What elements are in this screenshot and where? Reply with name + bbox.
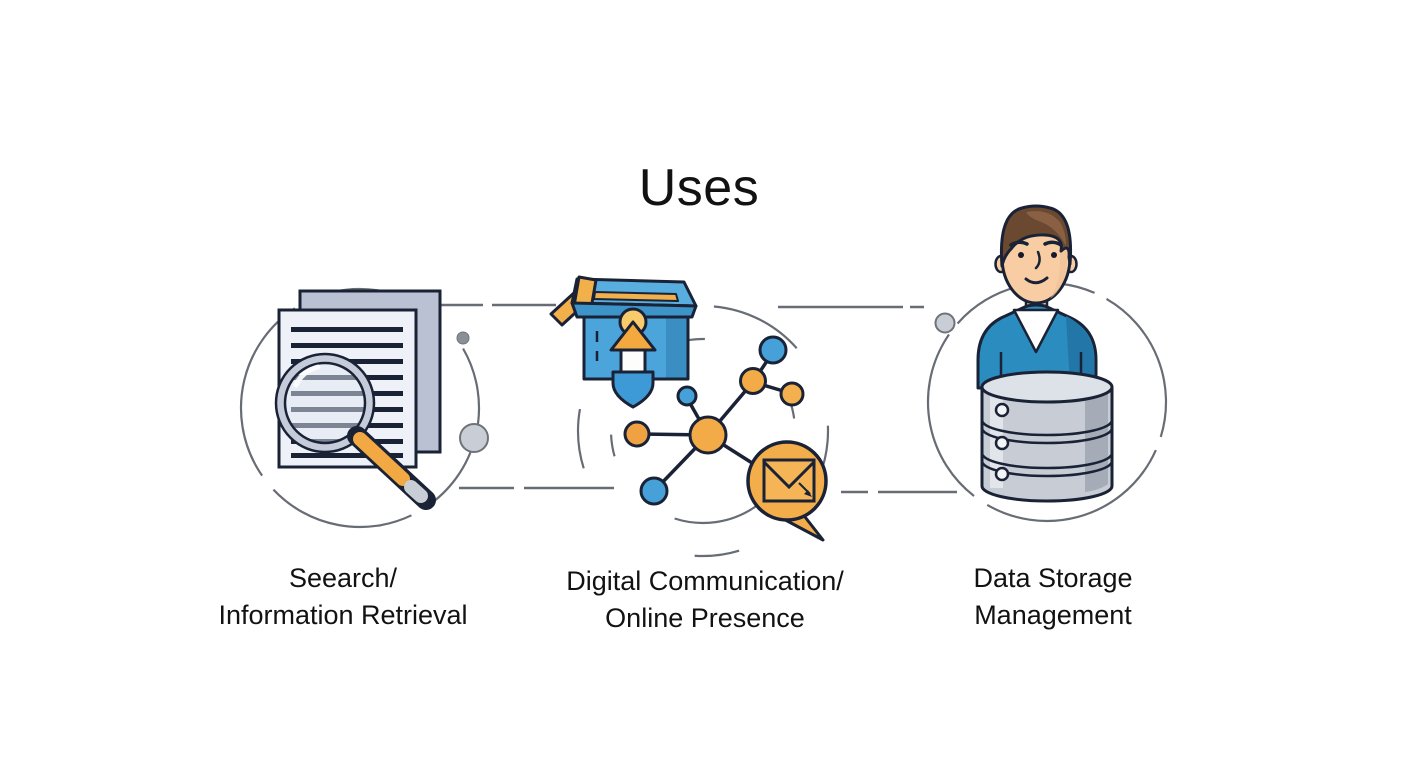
- lid-slot: [593, 291, 679, 302]
- package-box: [549, 275, 698, 409]
- label-line: Information Retrieval: [218, 600, 468, 630]
- ring-search: [239, 287, 481, 529]
- person: [976, 204, 1098, 390]
- node-blue-top: [758, 335, 788, 365]
- magnifier: [274, 352, 436, 510]
- label-data-storage-management: Data Storage Management: [973, 560, 1132, 634]
- ring-storage: [926, 281, 1168, 523]
- node-orange-upper: [739, 367, 767, 395]
- package-network-message-icon: [549, 275, 828, 542]
- node-orange-right: [779, 381, 805, 407]
- jacket-shade: [1066, 316, 1094, 386]
- label-line: Data Storage: [973, 563, 1133, 593]
- connector-communication-storage: [778, 305, 957, 494]
- node-blue-bottom: [639, 476, 669, 506]
- diagram-title: Uses: [638, 159, 760, 217]
- ornament-arrow: [609, 320, 657, 352]
- shirt: [1012, 308, 1060, 354]
- label-line: Online Presence: [605, 603, 805, 633]
- node-orange-left: [623, 420, 651, 448]
- connector-search-communication: [441, 303, 614, 490]
- label-search-information-retrieval: Seearch/ Information Retrieval: [218, 560, 467, 634]
- small-dot: [456, 331, 470, 345]
- node-dot: [934, 312, 956, 334]
- node-center: [688, 415, 728, 455]
- database: [980, 370, 1114, 503]
- documents-magnifier-icon: [274, 289, 442, 510]
- ornament-shield: [611, 370, 655, 409]
- node-blue-small: [676, 385, 698, 407]
- cursor-mark-tip: [804, 490, 812, 497]
- ring-communication-outer: [576, 304, 830, 558]
- label-line: Seearch/: [288, 563, 398, 593]
- node-dot: [459, 423, 489, 453]
- label-digital-communication-online-presence: Digital Communication/ Online Presence: [566, 563, 844, 637]
- label-line: Digital Communication/: [566, 566, 844, 596]
- label-line: Management: [974, 600, 1132, 630]
- network-graph: [623, 335, 805, 506]
- hair-highlight: [1026, 211, 1066, 246]
- person-database-icon: [976, 204, 1114, 503]
- message-bubble: [746, 440, 828, 542]
